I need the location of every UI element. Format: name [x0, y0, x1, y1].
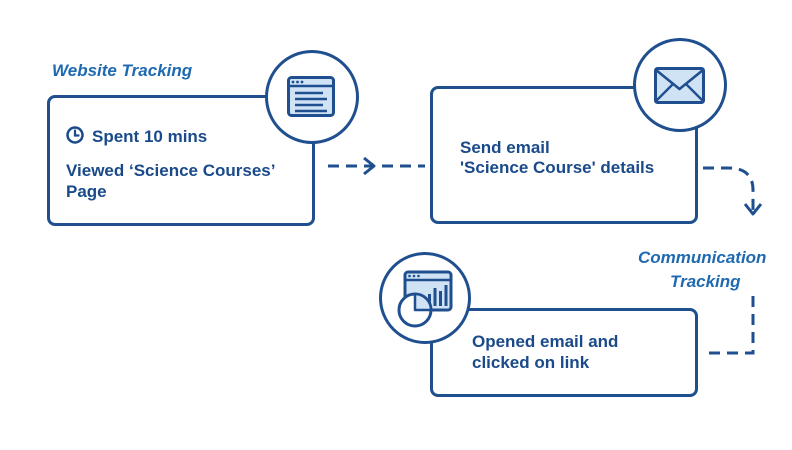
connector-email-to-communication — [703, 166, 755, 212]
envelope-icon — [654, 67, 705, 104]
analytics-dashboard-icon — [397, 270, 453, 328]
viewed-page-text-line2: Page — [66, 182, 107, 201]
viewed-page-text-line1: Viewed ‘Science Courses’ — [66, 161, 276, 180]
opened-email-text-line2: clicked on link — [472, 353, 590, 372]
connector-communication-to-opened — [703, 296, 755, 355]
arrowhead-right — [363, 156, 376, 176]
communication-tracking-label-line1: Communication — [638, 248, 767, 267]
send-email-text-line1: Send email — [460, 138, 550, 157]
opened-email-box — [430, 308, 698, 397]
clock-icon — [66, 126, 84, 144]
website-tracking-label: Website Tracking — [52, 61, 193, 80]
webpage-icon — [287, 76, 335, 117]
arrowhead-down — [743, 203, 763, 216]
send-email-text-line2: 'Science Course' details — [460, 158, 655, 177]
communication-tracking-label-line2: Tracking — [670, 272, 741, 291]
opened-email-text-line1: Opened email and — [472, 332, 619, 351]
time-spent-text: Spent 10 mins — [92, 127, 208, 146]
